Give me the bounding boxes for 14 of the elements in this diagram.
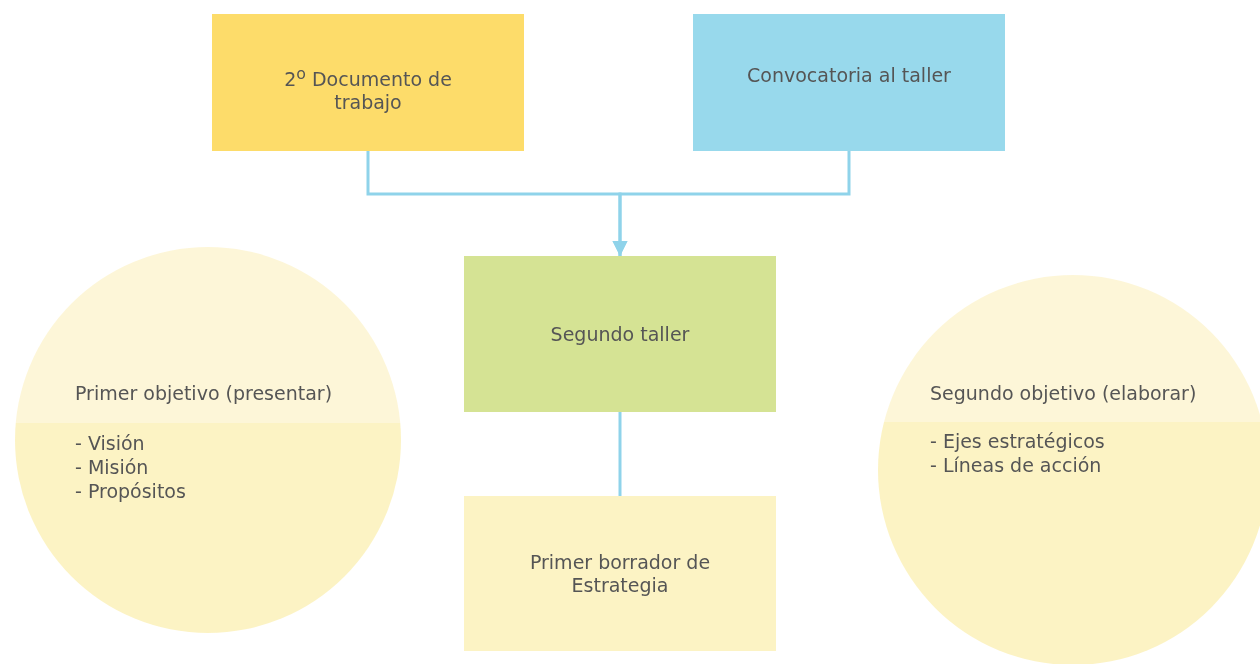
box-label: Primer borrador de Estrategia (528, 550, 712, 597)
process-box (464, 496, 776, 651)
item-list: - Ejes estratégicos - Líneas de acción (930, 430, 1105, 478)
box-label: Convocatoria al taller (747, 64, 951, 87)
process-box (693, 14, 1005, 151)
arrow (612, 151, 851, 256)
connector-line (618, 412, 622, 496)
process-box (212, 14, 524, 151)
box-label: Segundo taller (550, 322, 690, 346)
process-box (464, 256, 776, 412)
item-list: - Visión - Misión - Propósitos (75, 432, 186, 504)
objective-heading: Primer objetivo (presentar) (75, 382, 333, 406)
objective-heading: Segundo objetivo (elaborar) (930, 382, 1197, 406)
box-label: 2$^{o}$ Documento de trabajo (283, 64, 453, 114)
